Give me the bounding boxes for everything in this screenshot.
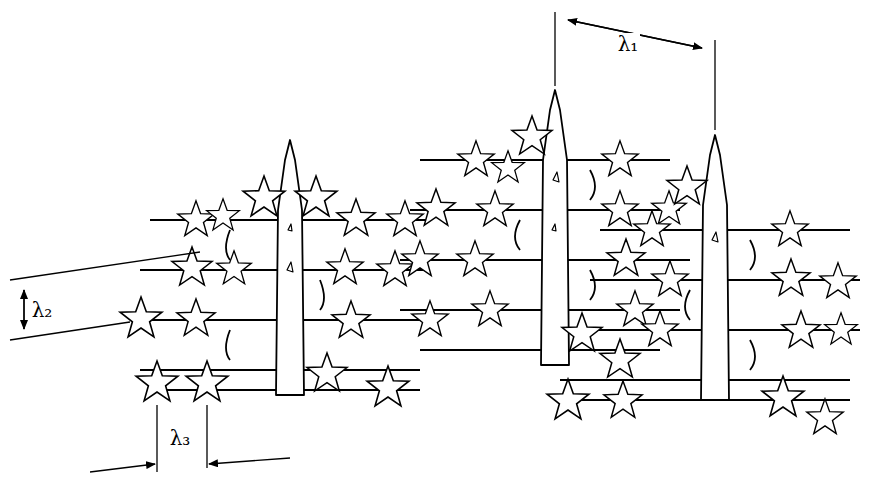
dimension-label: λ₁ bbox=[616, 33, 641, 55]
dimension-label: λ₃ bbox=[168, 427, 193, 449]
dimension-label: λ₂ bbox=[30, 299, 55, 321]
